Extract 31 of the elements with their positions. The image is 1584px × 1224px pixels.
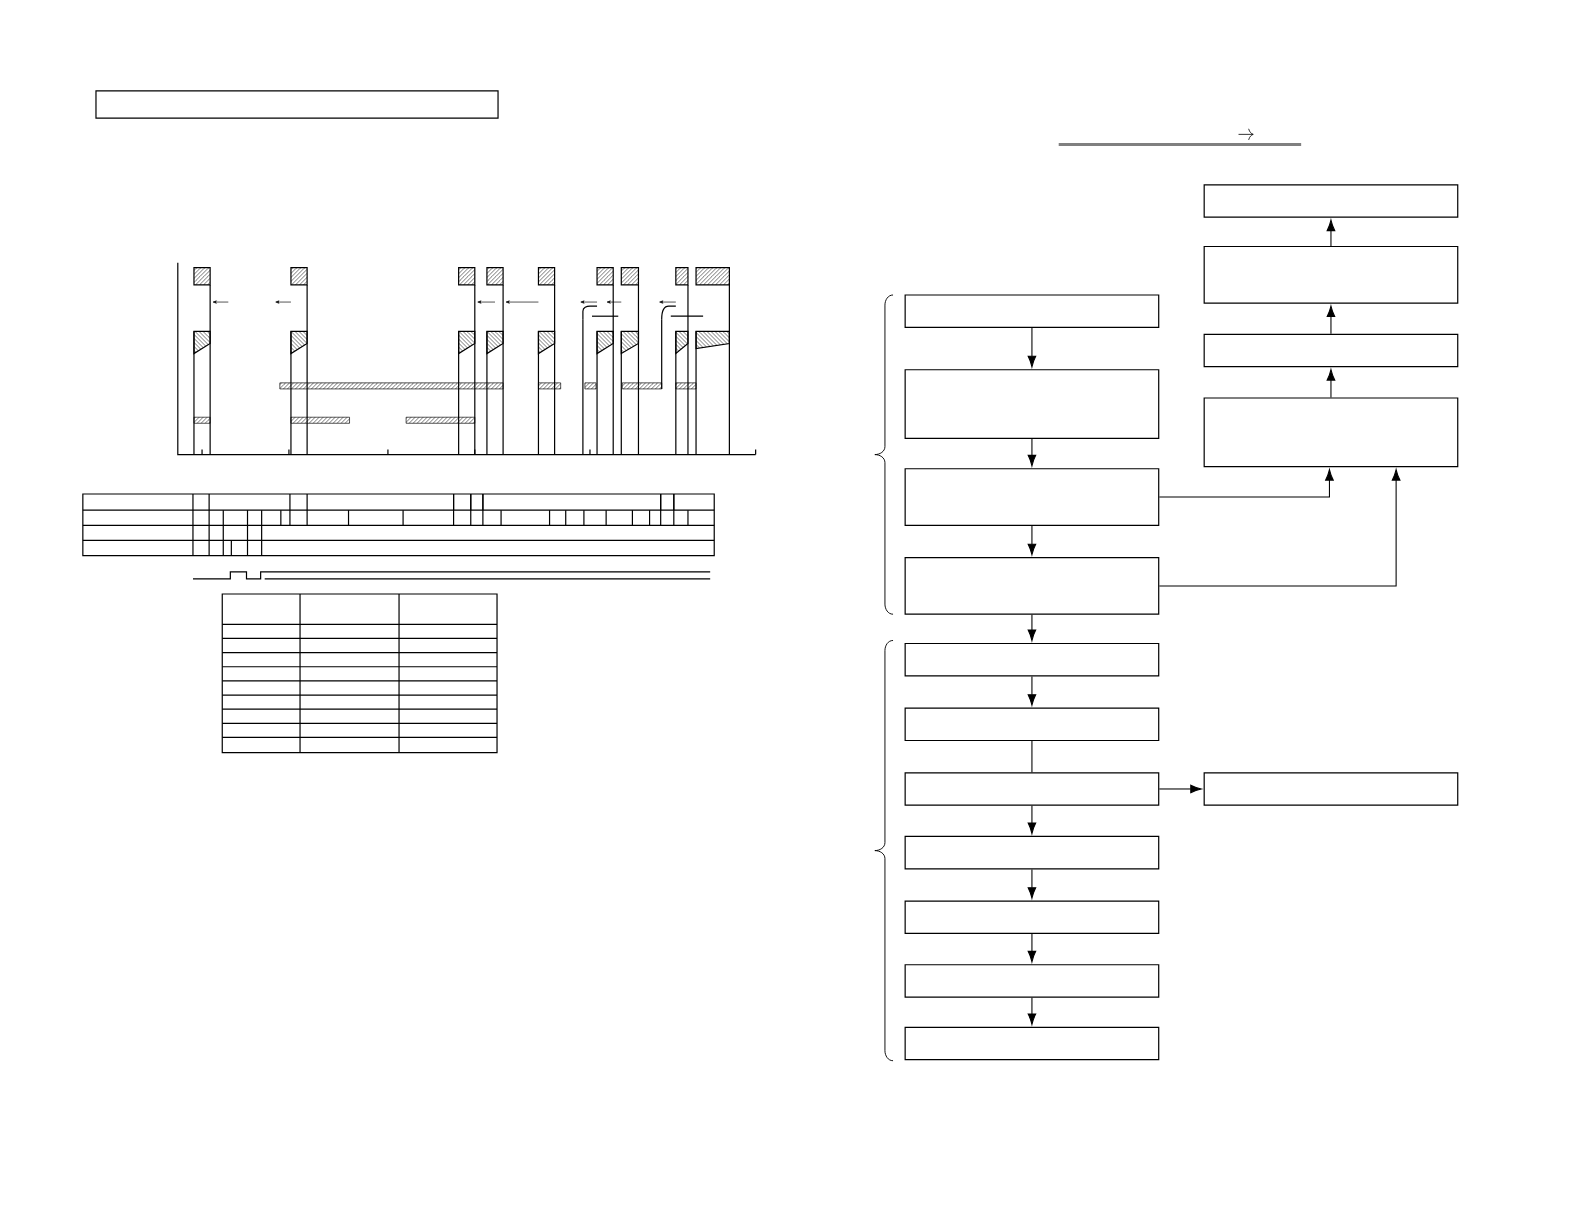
process-box xyxy=(904,642,1160,677)
process-box xyxy=(904,964,1160,998)
process-box xyxy=(904,1026,1160,1061)
process-box xyxy=(1203,772,1459,806)
arrow xyxy=(1027,996,1037,1025)
process-box xyxy=(1203,184,1459,218)
arrow xyxy=(1326,219,1336,247)
arrow xyxy=(1326,368,1336,398)
arrow xyxy=(1027,933,1037,963)
process-box xyxy=(904,368,1160,439)
arrow xyxy=(1027,327,1037,368)
arrow xyxy=(1027,614,1037,641)
process-box xyxy=(904,467,1160,526)
arrow xyxy=(1326,305,1336,335)
arrow xyxy=(1027,438,1037,467)
process-box xyxy=(904,707,1160,741)
process-box xyxy=(1203,245,1459,304)
process-box xyxy=(904,835,1160,870)
arrow xyxy=(1158,784,1202,794)
arrow xyxy=(1158,468,1334,498)
arrow xyxy=(1027,675,1037,706)
arrow xyxy=(1158,468,1401,587)
process-box xyxy=(904,772,1160,806)
process-box xyxy=(904,556,1160,615)
arrow xyxy=(1027,805,1037,834)
arrow xyxy=(1027,868,1037,899)
process-box xyxy=(1203,397,1459,468)
process-box xyxy=(1203,333,1459,368)
arrow xyxy=(1027,525,1037,556)
process-box xyxy=(904,294,1160,328)
process-box xyxy=(904,900,1160,934)
